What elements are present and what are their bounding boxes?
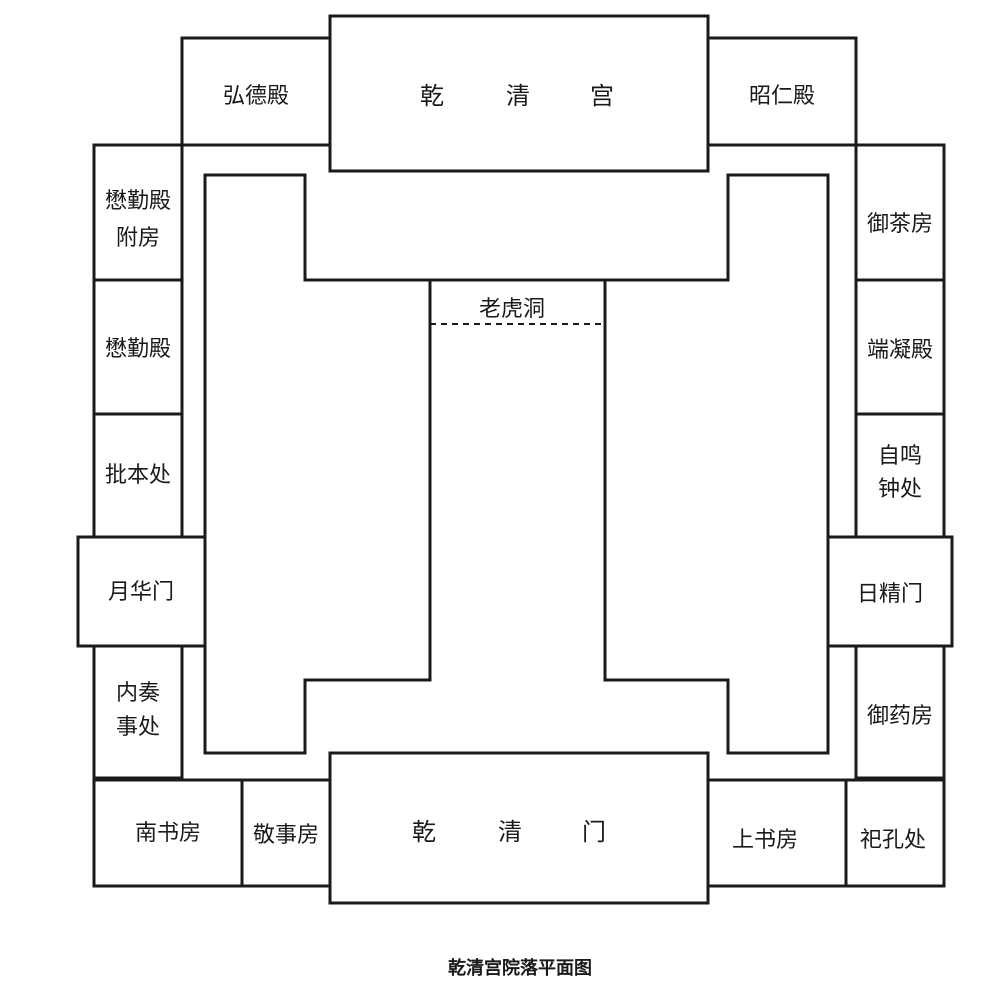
qianqing-gate-char-1: 乾 xyxy=(412,818,436,846)
tiger-cave-label: 老虎洞 xyxy=(479,297,545,322)
neizou-office-label-1: 内奏 xyxy=(116,681,160,706)
courtyard-wall xyxy=(180,143,858,782)
yuyao-room xyxy=(854,644,946,780)
nanshu-room-label: 南书房 xyxy=(135,821,201,846)
hongde-hall-label: 弘德殿 xyxy=(223,84,289,109)
qianqing-gate-char-3: 门 xyxy=(582,818,606,846)
sikong-office xyxy=(844,778,946,888)
neizou-office xyxy=(92,644,184,780)
qianqing-palace-char-3: 宫 xyxy=(590,82,614,110)
duanning-hall xyxy=(854,278,946,416)
neizou-office-label-2: 事处 xyxy=(116,715,160,740)
duanning-hall-label: 端凝殿 xyxy=(867,338,933,363)
ziming-office xyxy=(854,412,946,539)
ziming-office-label-1: 自鸣 xyxy=(878,444,922,469)
piben-office xyxy=(92,412,184,539)
sikong-office-label: 祀孔处 xyxy=(860,828,926,853)
central-terrace-outline xyxy=(203,173,432,755)
qianqing-palace-char-1: 乾 xyxy=(420,82,444,110)
jingshi-room-label: 敬事房 xyxy=(253,823,319,848)
maoqin-annex-label-1: 懋勤殿 xyxy=(105,189,171,214)
yucha-room-label: 御茶房 xyxy=(867,212,933,237)
hongde-hall xyxy=(180,36,332,147)
ziming-office-label-2: 钟处 xyxy=(878,477,922,502)
maoqin-annex xyxy=(92,143,184,282)
nanshu-room xyxy=(92,778,244,888)
yuyao-room-label: 御药房 xyxy=(867,704,933,729)
maoqin-hall-label: 懋勤殿 xyxy=(105,337,171,362)
central-terrace-right-outline xyxy=(603,173,830,755)
shangshu-room-label: 上书房 xyxy=(732,828,798,853)
maoqin-annex-label-2: 附房 xyxy=(116,226,160,251)
zhaoren-hall xyxy=(706,36,858,147)
piben-office-label: 批本处 xyxy=(105,463,171,488)
qianqing-palace xyxy=(328,14,710,173)
zhaoren-hall-label: 昭仁殿 xyxy=(749,84,815,109)
jingshi-room xyxy=(240,778,332,888)
qianqing-gate xyxy=(328,751,710,905)
qianqing-palace-char-2: 清 xyxy=(506,82,530,110)
diagram-caption: 乾清宫院落平面图 xyxy=(448,957,592,979)
qianqing-gate-char-2: 清 xyxy=(498,818,522,846)
yuehua-gate-label: 月华门 xyxy=(108,580,174,605)
rijing-gate-label: 日精门 xyxy=(857,582,923,607)
